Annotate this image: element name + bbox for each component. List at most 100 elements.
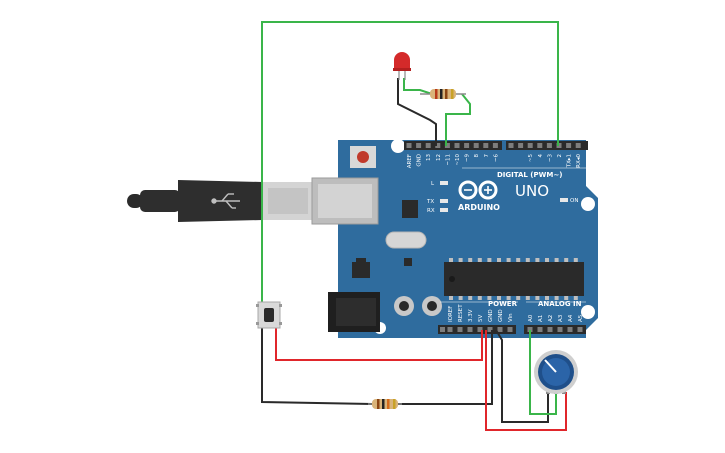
capacitor	[422, 296, 442, 316]
analog-pin-label: A1	[538, 315, 544, 322]
power-pin-label: GND	[488, 309, 494, 322]
power-pin-hole[interactable]	[467, 327, 473, 332]
analog-header	[524, 325, 586, 334]
digital-pin-hole[interactable]	[537, 143, 543, 148]
digital-pin-label: ~10	[455, 154, 461, 166]
chip-pin	[535, 296, 540, 300]
wire-green-resistor-to-pin13	[445, 93, 471, 146]
analog-pin-label: A2	[548, 315, 554, 322]
digital-pin-label: 12	[436, 154, 442, 161]
digital-pin-hole[interactable]	[435, 143, 441, 148]
chip-pin	[545, 296, 549, 300]
chip-pin	[497, 258, 501, 262]
digital-header-label: DIGITAL (PWM~)	[497, 171, 562, 179]
crystal-oscillator	[385, 231, 427, 249]
power-pin-label: IOREF	[448, 306, 454, 322]
chip-pin	[458, 296, 463, 300]
analog-pin-hole[interactable]	[537, 327, 543, 332]
chip-pin	[564, 296, 569, 300]
digital-pin-label: ~3	[547, 154, 553, 163]
wire-red-5v-to-pot	[485, 330, 567, 431]
wire-green-led-to-resistor	[403, 78, 433, 95]
analog-header-label: ANALOG IN	[538, 300, 582, 308]
analog-pin-label: A5	[578, 314, 584, 322]
chip-pin	[573, 296, 578, 300]
chip-pin	[564, 258, 569, 262]
power-pin-hole[interactable]	[457, 327, 463, 332]
digital-pin-hole[interactable]	[508, 143, 514, 148]
analog-pin-hole[interactable]	[557, 327, 563, 332]
digital-pin-hole[interactable]	[454, 143, 460, 148]
analog-pin-hole[interactable]	[577, 327, 583, 332]
analog-pin-hole[interactable]	[567, 327, 573, 332]
reset-button[interactable]	[350, 146, 376, 168]
usb-symbol-icon	[211, 193, 240, 209]
digital-pin-label: ~9	[465, 154, 471, 163]
chip-pin	[506, 258, 511, 262]
digital-pin-hole[interactable]	[464, 143, 470, 148]
brand-label: ARDUINO	[458, 203, 500, 212]
power-pin-hole[interactable]	[497, 327, 503, 332]
chip-pin	[449, 296, 453, 300]
voltage-regulator	[352, 262, 370, 278]
push-button[interactable]	[256, 301, 282, 329]
power-pin-label: RESET	[458, 304, 464, 322]
digital-pin-label: 13	[426, 154, 432, 161]
power-pin-hole[interactable]	[487, 327, 493, 332]
potentiometer-knob-indicator	[544, 359, 557, 373]
analog-pin-hole[interactable]	[527, 327, 533, 332]
atmega-chip	[444, 258, 584, 300]
digital-pin-label: TX▸1	[567, 154, 573, 168]
power-pin-hole[interactable]	[440, 327, 445, 332]
digital-pin-hole[interactable]	[406, 143, 412, 148]
digital-pin-hole[interactable]	[416, 143, 422, 148]
smd-chip	[402, 200, 418, 218]
digital-pin-label: 4	[538, 154, 544, 158]
digital-pin-hole[interactable]	[575, 143, 581, 148]
chip-pin	[449, 258, 453, 262]
power-pin-hole[interactable]	[507, 327, 513, 332]
chip-pin	[535, 258, 540, 262]
led-tx-label: TX	[426, 199, 434, 205]
wire-black-button-to-gnd	[261, 326, 373, 405]
led-l-indicator	[440, 181, 448, 185]
wire-black-led-to-gnd	[397, 78, 437, 146]
power-pin-label: Vin	[508, 313, 514, 322]
digital-pin-hole[interactable]	[483, 143, 489, 148]
analog-pin-hole[interactable]	[547, 327, 553, 332]
digital-pin-label: 2	[557, 154, 563, 158]
power-pin-hole[interactable]	[477, 327, 483, 332]
digital-pin-hole[interactable]	[546, 143, 552, 148]
chip-pin	[497, 296, 501, 300]
power-pin-label: 5V	[478, 315, 484, 322]
chip-pin	[487, 296, 492, 300]
resistor-led	[420, 89, 466, 99]
chip-pin	[468, 258, 473, 262]
digital-pin-hole[interactable]	[473, 143, 479, 148]
led-rx-label: RX	[427, 208, 435, 214]
power-pin-label: 3.3V	[468, 309, 474, 322]
led-on-label: ON	[570, 198, 578, 204]
analog-pin-label: A4	[568, 314, 574, 322]
chip-pin	[468, 296, 473, 300]
wire-red-button-to-5v	[275, 326, 483, 361]
digital-pin-label: 8	[474, 154, 480, 158]
digital-pin-hole[interactable]	[492, 143, 498, 148]
potentiometer[interactable]	[534, 350, 578, 394]
resistor-button	[368, 399, 402, 409]
chip-pin	[487, 258, 492, 262]
digital-pin-hole[interactable]	[518, 143, 524, 148]
chip-pin	[554, 258, 559, 262]
power-pin-hole[interactable]	[447, 327, 453, 332]
digital-pin-hole[interactable]	[566, 143, 572, 148]
chip-pin	[516, 296, 521, 300]
chip-pin	[573, 258, 578, 262]
chip-pin	[516, 258, 521, 262]
digital-pin-hole[interactable]	[425, 143, 431, 148]
led-on-indicator	[560, 198, 568, 202]
digital-pin-label: ~5	[528, 154, 534, 163]
digital-pin-hole[interactable]	[444, 143, 450, 148]
digital-pin-hole[interactable]	[527, 143, 533, 148]
chip-pin	[458, 258, 463, 262]
analog-pin-label: A3	[558, 314, 564, 322]
